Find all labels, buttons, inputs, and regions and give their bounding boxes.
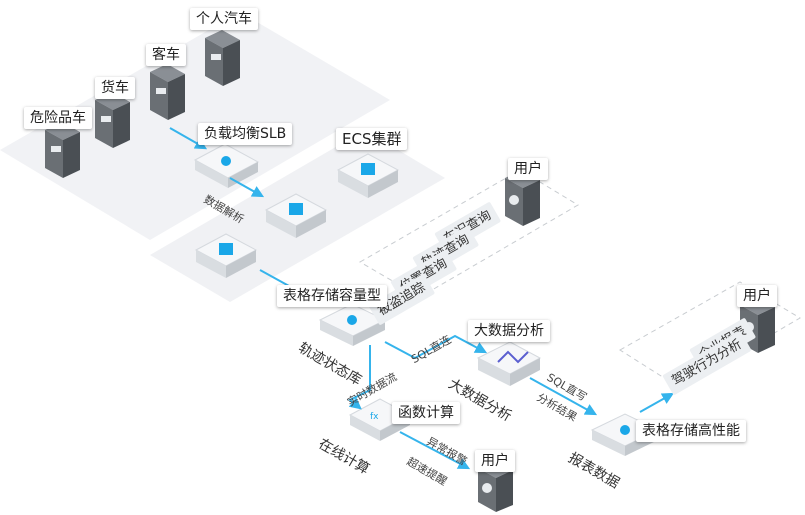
analytics-title: 大数据分析	[468, 320, 550, 342]
track-db-node	[318, 303, 387, 346]
ecs-node-3	[194, 233, 258, 278]
ecs-node-1	[336, 153, 400, 198]
user-report-platform	[619, 281, 801, 389]
svg-text:fx: fx	[370, 412, 379, 422]
user-top-icon	[505, 170, 540, 226]
car-label: 个人汽车	[190, 8, 258, 30]
vehicle-platform	[0, 12, 390, 240]
perf-storage-label: 表格存储高性能	[636, 420, 746, 442]
bus-label: 客车	[146, 44, 186, 66]
car-tower-icon	[205, 30, 240, 86]
truck-tower-icon	[95, 92, 130, 148]
user-bottom-label: 用户	[475, 450, 515, 472]
user-query-platform	[359, 169, 579, 298]
compute-title: 函数计算	[392, 402, 460, 424]
slb-label: 负载均衡SLB	[198, 123, 293, 145]
bus-tower-icon	[150, 64, 185, 120]
user-top-label: 用户	[508, 158, 548, 180]
capacity-storage-label: 表格存储容量型	[277, 285, 387, 307]
analytics-node	[476, 341, 542, 386]
hazmat-tower-icon	[45, 122, 80, 178]
user-right-label: 用户	[737, 285, 777, 307]
ecs-label: ECS集群	[336, 128, 408, 150]
ecs-node-2	[264, 193, 328, 238]
truck-label: 货车	[95, 77, 135, 99]
user-bottom-icon	[478, 460, 513, 512]
hazmat-vehicle-label: 危险品车	[24, 107, 92, 129]
